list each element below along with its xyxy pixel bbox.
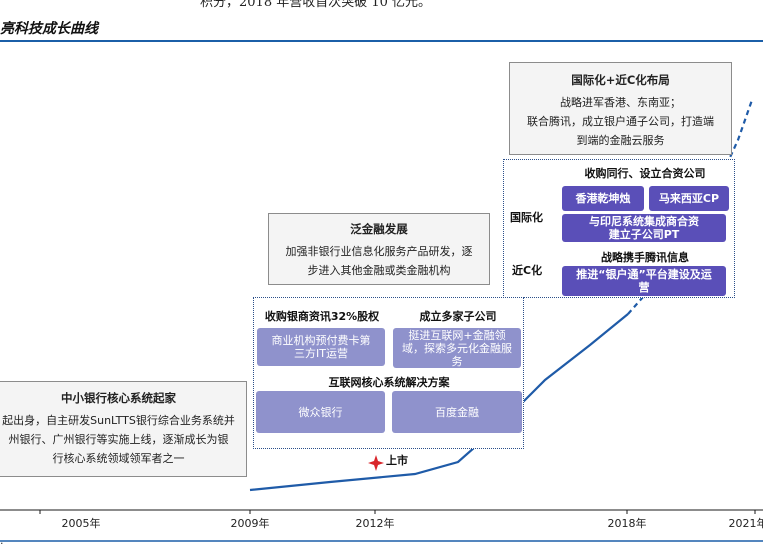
ipo-star-icon <box>368 455 384 471</box>
pill-internet-finance: 挺进互联网+金融领域，探索多元化金融服务 <box>393 328 521 368</box>
pan-finance-line-2: 步进入其他金融或类金融机构 <box>269 261 489 280</box>
pan-finance-line-1: 加强非银行业信息化服务产品研发，逐 <box>269 242 489 261</box>
pan-finance-title: 泛金融发展 <box>269 220 489 239</box>
core-banking-title: 中小银行核心系统起家 <box>0 389 246 408</box>
pill-tencent: 推进“银户通”平台建设及运营 <box>562 266 726 296</box>
year-label-2012: 2012年 <box>356 515 395 531</box>
acquisition-title: 收购银商资讯32%股权 <box>256 308 388 324</box>
pill-webank: 微众银行 <box>256 391 385 433</box>
core-banking-line-2: 州银行、广州银行等实施上线，逐渐成长为银 <box>0 430 246 449</box>
year-label-2009: 2009年 <box>231 515 270 531</box>
core-solution-title: 互联网核心系统解决方案 <box>256 374 522 390</box>
bottom-fragment: · <box>0 537 4 550</box>
internationalization-title: 国际化+近C化布局 <box>510 71 731 90</box>
core-banking-line-1: 起出身，自主研发SunLTTS银行综合业务系统并 <box>0 411 246 430</box>
internationalization-line-2: 联合腾讯，成立银户通子公司，打造端 <box>510 112 731 131</box>
pill-hongkong: 香港乾坤烛 <box>562 186 644 211</box>
core-banking-line-3: 行核心系统领域领军者之一 <box>0 449 246 468</box>
internationalization-line-1: 战略进军香港、东南亚； <box>510 93 731 112</box>
pan-finance-box: 泛金融发展 加强非银行业信息化服务产品研发，逐 步进入其他金融或类金融机构 <box>268 213 490 285</box>
side-label-intl: 国际化 <box>510 209 543 225</box>
internationalization-box: 国际化+近C化布局 战略进军香港、东南亚； 联合腾讯，成立银户通子公司，打造端 … <box>509 62 732 155</box>
tencent-title: 战略携手腾讯信息 <box>565 249 725 265</box>
subsidiaries-title: 成立多家子公司 <box>395 308 521 324</box>
ipo-label: 上市 <box>386 452 408 468</box>
year-label-2021: 2021年 <box>729 515 763 531</box>
pill-malaysia: 马来西亚CP <box>649 186 729 211</box>
pill-indonesia: 与印尼系统集成商合资建立子公司PT <box>562 214 726 242</box>
year-label-2005: 2005年 <box>62 515 101 531</box>
axis-ticks <box>40 510 755 514</box>
internationalization-line-3: 到端的金融云服务 <box>510 131 731 150</box>
intl-group-title: 收购同行、设立合资公司 <box>565 165 725 181</box>
pill-prepaid-card: 商业机构预付费卡第三方IT运营 <box>257 328 385 366</box>
year-label-2018: 2018年 <box>608 515 647 531</box>
core-banking-box: 中小银行核心系统起家 起出身，自主研发SunLTTS银行综合业务系统并 州银行、… <box>0 381 247 477</box>
side-label-nearc: 近C化 <box>512 262 542 278</box>
pill-baidu-finance: 百度金融 <box>392 391 522 433</box>
